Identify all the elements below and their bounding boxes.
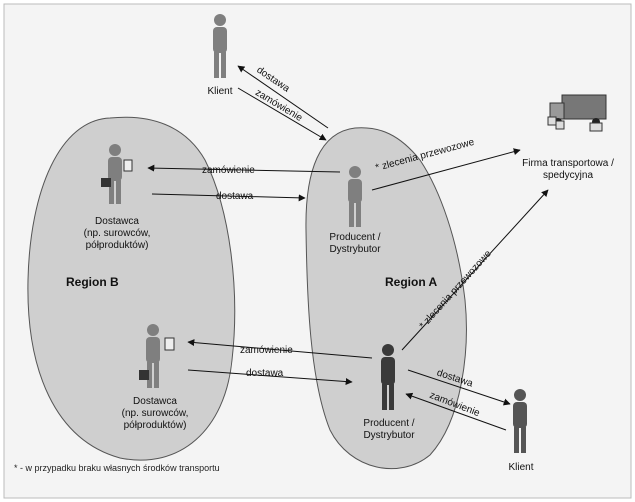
node-label-klient-top: Klient <box>207 86 233 97</box>
edge-label-top-dostawa: dostawa <box>216 191 254 202</box>
person-icon <box>513 389 527 453</box>
node-label-producent-top-line: Producent / <box>329 232 381 243</box>
node-label-producent-bottom-line: Dystrybutor <box>363 430 415 441</box>
region-b-shape <box>27 116 236 461</box>
node-label-dostawca-top-line: półproduktów) <box>85 240 149 251</box>
supplier-icon <box>101 144 133 204</box>
footnote: * - w przypadku braku własnych środków t… <box>14 463 220 473</box>
node-label-dostawca-bottom-line: (np. surowców, <box>121 408 189 419</box>
region-b-label: Region B <box>66 275 119 289</box>
node-label-dostawca-bottom-line: Dostawca <box>133 396 177 407</box>
node-label-producent-top-line: Dystrybutor <box>329 244 381 255</box>
supplier-icon <box>139 324 175 388</box>
truck-icon <box>547 94 607 132</box>
node-label-dostawca-top-line: Dostawca <box>95 216 139 227</box>
edge-line-klient-top-dostawa <box>237 65 329 129</box>
node-label-firma: Firma transportowa / spedycyjna <box>522 158 614 182</box>
edge-line-bottom-dostawa <box>187 369 353 386</box>
node-label-producent-bottom: Producent / Dystrybutor <box>363 418 414 442</box>
node-label-dostawca-bottom: Dostawca (np. surowców, półproduktów) <box>122 396 189 432</box>
edge-line-klient-bottom-dostawa <box>407 369 511 406</box>
node-label-dostawca-top: Dostawca (np. surowców, półproduktów) <box>84 216 151 252</box>
edge-line-klient-top-zamowienie <box>237 87 327 141</box>
edge-label-bottom-zamowienie: zamówienie <box>240 345 293 356</box>
edge-line-top-zamowienie <box>147 164 341 173</box>
edge-label-top-zamowienie: zamówienie <box>202 165 255 176</box>
node-label-firma-line: Firma transportowa / <box>522 158 614 169</box>
node-label-producent-bottom-line: Producent / <box>363 418 415 429</box>
edge-line-zlecenia-bottom <box>401 189 549 351</box>
node-label-dostawca-bottom-line: półproduktów) <box>123 420 187 431</box>
edge-line-bottom-zamowienie <box>187 339 373 359</box>
person-icon <box>348 166 362 227</box>
person-icon <box>213 14 227 78</box>
node-label-firma-line: spedycyjna <box>542 170 594 181</box>
node-label-producent-top: Producent / Dystrybutor <box>329 232 380 256</box>
edge-line-klient-bottom-zamowienie <box>405 392 507 431</box>
edge-line-top-dostawa <box>151 193 306 202</box>
region-a-label: Region A <box>385 275 438 289</box>
edge-line-zlecenia-top <box>371 148 521 191</box>
person-icon <box>381 344 395 410</box>
node-label-klient-bottom: Klient <box>508 462 534 473</box>
node-label-dostawca-top-line: (np. surowców, <box>83 228 151 239</box>
edge-label-bottom-dostawa: dostawa <box>246 368 284 379</box>
